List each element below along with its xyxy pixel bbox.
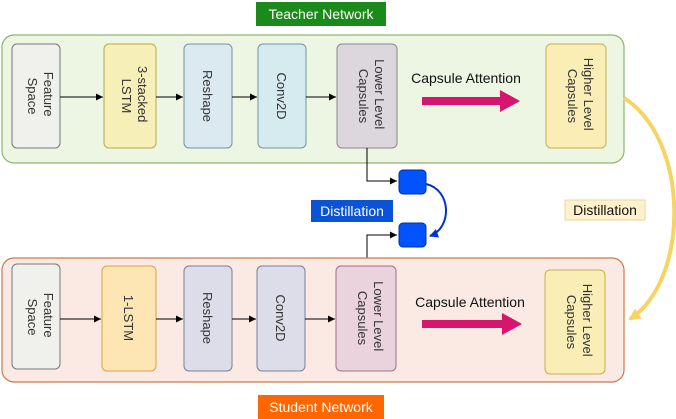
teacher-feature-line1: Feature bbox=[41, 72, 56, 117]
teacher-conv-label: Conv2D bbox=[274, 73, 289, 120]
teacher-higher-line2: Capsules bbox=[565, 69, 580, 124]
teacher-attention-label: Capsule Attention bbox=[411, 70, 521, 86]
student-conv-label: Conv2D bbox=[273, 295, 288, 342]
teacher-higher-block bbox=[545, 43, 607, 149]
distillation-left-label: Distillation bbox=[320, 203, 384, 219]
student-to-distill-connector bbox=[366, 231, 397, 264]
teacher-panel bbox=[1, 34, 625, 164]
teacher-feature-label: Feature Space bbox=[25, 72, 56, 120]
distillation-left-bg bbox=[311, 200, 393, 222]
teacher-conv-block bbox=[257, 43, 307, 149]
student-lstm-label: 1-LSTM bbox=[121, 295, 136, 341]
teacher-title-bg bbox=[256, 2, 386, 26]
student-panel bbox=[1, 257, 625, 383]
distill-node-bottom bbox=[398, 222, 427, 248]
distill-blue-arrow bbox=[425, 183, 447, 238]
student-feature-label: Feature Space bbox=[25, 293, 56, 341]
student-attention-arrow bbox=[422, 313, 522, 335]
teacher-feature-line2: Space bbox=[25, 78, 40, 115]
teacher-lstm-line1: 3-stacked bbox=[135, 66, 150, 122]
teacher-lstm-label: 3-stacked LSTM bbox=[119, 66, 150, 126]
student-reshape-label: Reshape bbox=[200, 292, 215, 344]
distill-node-top bbox=[398, 169, 427, 195]
student-lower-block bbox=[335, 265, 397, 372]
student-higher-block bbox=[544, 269, 606, 375]
student-higher-line1: Higher Level bbox=[580, 284, 595, 357]
teacher-higher-label: Higher Level Capsules bbox=[565, 58, 596, 135]
student-feature-block bbox=[11, 263, 61, 370]
teacher-lstm-block bbox=[103, 43, 157, 149]
teacher-lower-label: Lower Level Capsules bbox=[356, 59, 387, 133]
teacher-reshape-label: Reshape bbox=[200, 70, 215, 122]
student-title-bg bbox=[258, 395, 384, 419]
distillation-right-bg bbox=[564, 199, 646, 221]
teacher-title: Teacher Network bbox=[268, 6, 374, 22]
distillation-right-label: Distillation bbox=[573, 202, 637, 218]
student-feature-line2: Space bbox=[25, 299, 40, 336]
teacher-to-student-yellow-arrow bbox=[622, 96, 676, 321]
teacher-higher-line1: Higher Level bbox=[581, 58, 596, 131]
teacher-reshape-block bbox=[183, 43, 233, 149]
teacher-attention-arrow bbox=[422, 90, 520, 112]
student-higher-label: Higher Level Capsules bbox=[564, 284, 595, 361]
teacher-lower-line1: Lower Level bbox=[372, 59, 387, 129]
teacher-lstm-line2: LSTM bbox=[119, 79, 134, 114]
student-lower-line1: Lower Level bbox=[371, 281, 386, 351]
teacher-to-distill-connector bbox=[366, 148, 397, 185]
teacher-lower-line2: Capsules bbox=[356, 69, 371, 124]
student-feature-line1: Feature bbox=[41, 293, 56, 338]
student-lower-line2: Capsules bbox=[355, 291, 370, 346]
teacher-feature-block bbox=[11, 43, 61, 149]
student-title: Student Network bbox=[269, 399, 373, 415]
student-lower-label: Lower Level Capsules bbox=[355, 281, 386, 355]
student-attention-label: Capsule Attention bbox=[415, 294, 525, 310]
student-higher-line2: Capsules bbox=[564, 295, 579, 350]
